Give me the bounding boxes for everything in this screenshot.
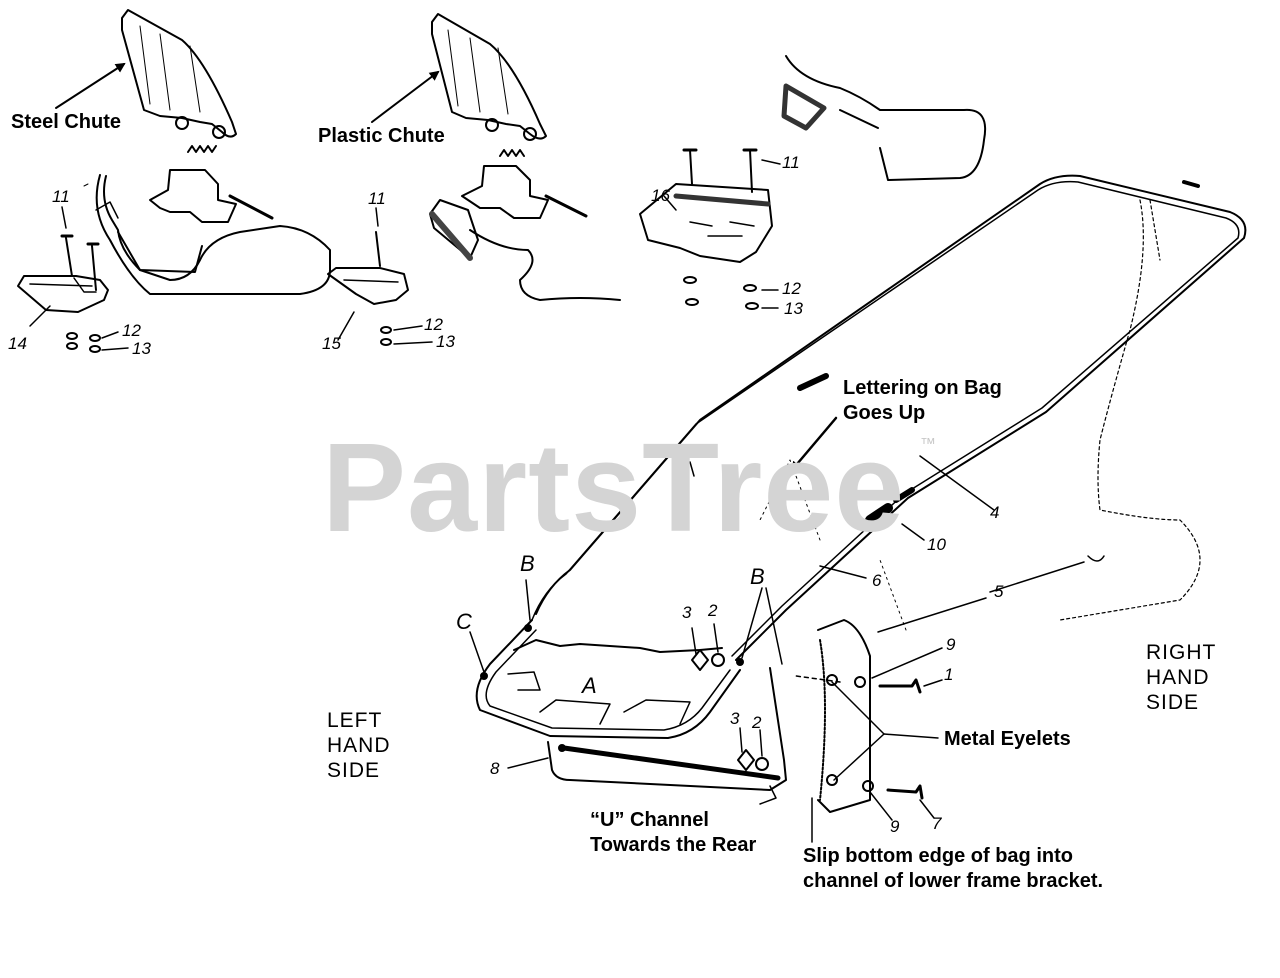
slip-instruction-line1: Slip bottom edge of bag into	[803, 845, 1073, 867]
plastic-deck-housing	[429, 199, 479, 259]
part-number-11: 11	[368, 189, 386, 208]
part-number-10: 10	[927, 535, 946, 554]
part-number-11: 11	[782, 153, 800, 172]
trademark-symbol: ™	[920, 436, 936, 453]
plastic-deflector-plate	[327, 267, 409, 305]
part-number-11: 11	[52, 187, 70, 206]
bag-lower-bracket	[817, 619, 871, 813]
handle-connector	[865, 503, 893, 525]
u-channel-bracket	[547, 667, 787, 791]
right-hand-side-line2: HAND	[1146, 666, 1210, 689]
left-hand-side-line2: HAND	[327, 734, 391, 757]
part-number-12: 12	[782, 279, 801, 298]
leader-lines	[29, 62, 1105, 843]
bag-outline	[1059, 199, 1201, 621]
part-number-5: 5	[994, 582, 1004, 601]
left-hand-side-line3: SIDE	[327, 759, 381, 782]
steel-chute-label: Steel Chute	[11, 111, 122, 133]
right-hand-side-line3: SIDE	[1146, 691, 1200, 714]
part-number-2: 2	[708, 601, 718, 620]
steel-chute	[121, 9, 237, 138]
part-number-13: 13	[784, 299, 803, 318]
frame-fasteners	[480, 624, 924, 800]
part-number-9: 9	[890, 817, 900, 836]
chute-spring-2	[499, 149, 525, 157]
u-channel-label-line1: “U” Channel	[590, 809, 709, 831]
part-number-1: 1	[944, 665, 954, 684]
reference-letter-b-left: B	[520, 551, 535, 576]
chute-bracket	[639, 183, 773, 263]
chute-spring	[187, 145, 217, 153]
grass-bag	[759, 199, 1201, 813]
plastic-chute-assembly	[327, 13, 621, 346]
rear-deck-section	[781, 55, 986, 181]
part-number-13: 13	[436, 332, 455, 351]
plastic-chute-label: Plastic Chute	[318, 125, 445, 147]
part-number-2: 2	[752, 713, 762, 732]
part-number-12: 12	[424, 315, 443, 334]
part-number-6: 6	[872, 571, 882, 590]
steel-deflector-plate	[17, 275, 109, 313]
chute-hinge-bracket	[149, 169, 237, 223]
metal-eyelets-label: Metal Eyelets	[944, 728, 1071, 750]
part-number-9: 9	[946, 635, 956, 654]
reference-letter-c: C	[456, 609, 472, 634]
handle-assembly	[531, 174, 1247, 661]
lettering-label-line2: Goes Up	[843, 402, 926, 424]
part-number-14: 14	[8, 334, 27, 353]
right-hand-side-line1: RIGHT	[1146, 641, 1217, 664]
part-number-15: 15	[322, 334, 341, 353]
lettering-label-line1: Lettering on Bag	[843, 377, 1002, 399]
slip-instruction-line2: channel of lower frame bracket.	[803, 870, 1104, 892]
steel-chute-assembly	[17, 9, 331, 353]
reference-letter-a: A	[582, 673, 597, 698]
part-number-4: 4	[990, 503, 1000, 522]
reference-letter-b-right: B	[750, 564, 765, 589]
part-number-3: 3	[682, 603, 692, 622]
left-hand-side-line1: LEFT	[327, 709, 383, 732]
part-number-12: 12	[122, 321, 141, 340]
plastic-chute	[431, 13, 547, 140]
lower-frame-tube	[475, 619, 741, 739]
part-number-8: 8	[490, 759, 500, 778]
part-number-7: 7	[932, 814, 942, 833]
part-number-13: 13	[132, 339, 151, 358]
part-number-3: 3	[730, 709, 740, 728]
mower-deck-housing	[95, 174, 331, 295]
part-number-16: 16	[651, 186, 670, 205]
u-channel-label-line2: Towards the Rear	[590, 834, 757, 856]
chute-bracket-assembly	[639, 148, 773, 310]
